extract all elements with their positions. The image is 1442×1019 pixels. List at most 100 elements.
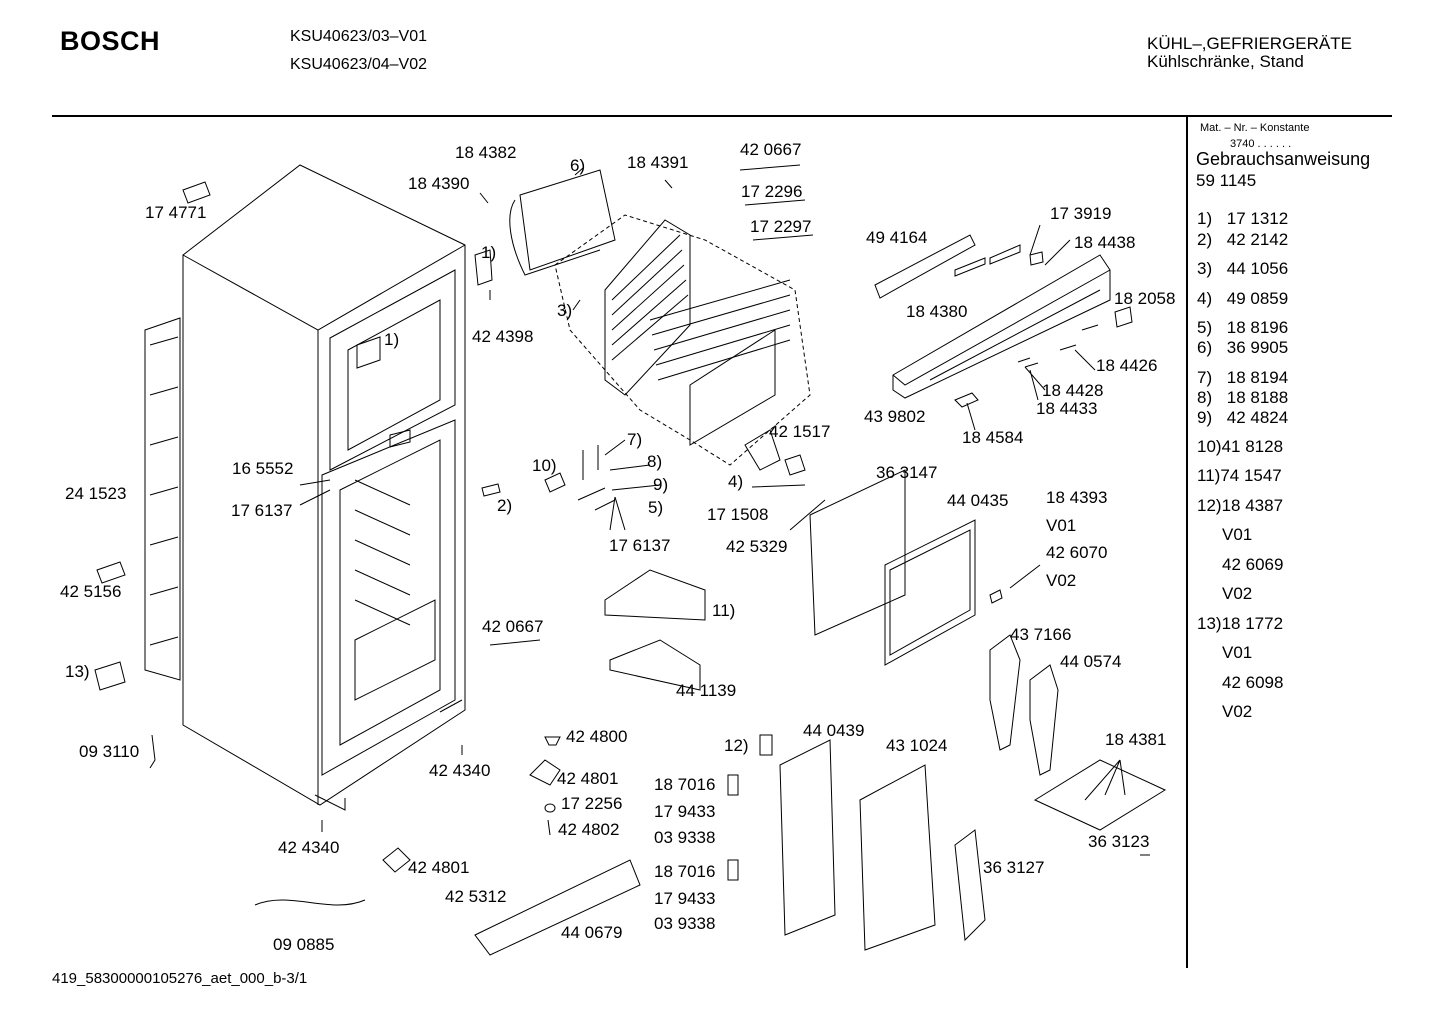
callout-6: 6) <box>570 156 586 175</box>
callout-36-3147: 36 3147 <box>876 463 938 482</box>
callout-42-0667-b: 42 0667 <box>482 617 544 636</box>
legend-row: 42 6069 <box>1222 555 1284 574</box>
callout-17-2296: 17 2296 <box>741 182 803 201</box>
legend-row: 2) 42 2142 <box>1197 230 1289 249</box>
small-parts-drawing <box>95 165 1150 905</box>
callout-5: 5) <box>648 498 664 517</box>
callout-42-4340-a: 42 4340 <box>429 761 491 780</box>
parts-drawing <box>0 0 1180 965</box>
callout-42-4802: 42 4802 <box>558 820 620 839</box>
callout-42-5312: 42 5312 <box>445 887 507 906</box>
callout-13: 13) <box>65 662 90 681</box>
legend-row: 8) 18 8188 <box>1197 388 1289 407</box>
callout-18-7016-b: 18 7016 <box>654 862 716 881</box>
callout-17-6137-b: 17 6137 <box>609 536 671 555</box>
legend-row: 12)18 4387 <box>1197 496 1284 515</box>
sidebar-divider <box>1186 116 1188 968</box>
callout-44-1139: 44 1139 <box>676 681 737 700</box>
callout-18-4382: 18 4382 <box>455 143 517 162</box>
legend-row: 6) 36 9905 <box>1197 338 1289 357</box>
brand-logo: BOSCH <box>60 26 161 56</box>
callout-18-4381: 18 4381 <box>1105 730 1167 749</box>
callout-42-4398: 42 4398 <box>472 327 534 346</box>
model-number-2: KSU40623/04–V02 <box>290 56 427 73</box>
product-category: KÜHL–,GEFRIERGERÄTE <box>1147 34 1352 53</box>
callout-09-0885: 09 0885 <box>273 935 335 954</box>
callout-18-4393: 18 4393 <box>1046 488 1108 507</box>
callout-42-4340-b: 42 4340 <box>278 838 340 857</box>
callout-18-4433: 18 4433 <box>1036 399 1098 418</box>
callout-7: 7) <box>627 430 643 449</box>
callout-42-1517: 42 1517 <box>769 422 831 441</box>
callout-16-5552: 16 5552 <box>232 459 294 478</box>
callout-43-7166: 43 7166 <box>1010 625 1072 644</box>
legend-row: V02 <box>1222 584 1253 603</box>
callout-v01-a: V01 <box>1046 516 1077 535</box>
callout-12: 12) <box>724 736 749 755</box>
material-number-value: 3740 . . . . . . <box>1230 138 1292 150</box>
callout-17-9433-b: 17 9433 <box>654 889 716 908</box>
cabinet-drawing <box>145 165 465 810</box>
callout-18-2058: 18 2058 <box>1114 289 1176 308</box>
callout-8: 8) <box>647 452 663 471</box>
callout-3: 3) <box>557 301 573 320</box>
callout-42-4801-b: 42 4801 <box>408 858 470 877</box>
callout-18-4584: 18 4584 <box>962 428 1024 447</box>
callout-44-0435: 44 0435 <box>947 491 1009 510</box>
manual-number: 59 1145 <box>1196 171 1257 190</box>
panels-drawing <box>475 470 1165 955</box>
callout-49-4164: 49 4164 <box>866 228 928 247</box>
callout-44-0574: 44 0574 <box>1060 652 1122 671</box>
callout-36-3127: 36 3127 <box>983 858 1045 877</box>
callout-17-2256: 17 2256 <box>561 794 623 813</box>
legend-row: 5) 18 8196 <box>1197 318 1289 337</box>
callout-44-0679: 44 0679 <box>561 923 623 942</box>
callout-18-4438: 18 4438 <box>1074 233 1136 252</box>
callout-4: 4) <box>728 472 744 491</box>
legend-row: V02 <box>1222 702 1253 721</box>
callout-1-b: 1) <box>384 330 400 349</box>
legend-row: 11)74 1547 <box>1197 466 1282 485</box>
legend-row: 42 6098 <box>1222 673 1284 692</box>
callout-18-7016-a: 18 7016 <box>654 775 716 794</box>
callout-03-9338-b: 03 9338 <box>654 914 716 933</box>
callout-18-4391: 18 4391 <box>627 153 689 172</box>
callout-44-0439: 44 0439 <box>803 721 865 740</box>
evaporator-drawing <box>510 170 810 465</box>
callout-03-9338-a: 03 9338 <box>654 828 716 847</box>
material-number-label: Mat. – Nr. – Konstante <box>1200 122 1310 134</box>
legend-row: 13)18 1772 <box>1197 614 1284 633</box>
model-number-1: KSU40623/03–V01 <box>290 28 427 45</box>
legend-row: 4) 49 0859 <box>1197 289 1289 308</box>
callout-42-6070: 42 6070 <box>1046 543 1108 562</box>
callout-11: 11) <box>712 601 736 620</box>
callout-36-3123: 36 3123 <box>1088 832 1150 851</box>
legend-row: V01 <box>1222 643 1253 662</box>
manual-label: Gebrauchsanweisung <box>1196 149 1371 169</box>
callout-43-1024: 43 1024 <box>886 736 948 755</box>
callout-17-6137-a: 17 6137 <box>231 501 293 520</box>
callout-2: 2) <box>497 496 513 515</box>
callout-18-4428: 18 4428 <box>1042 381 1104 400</box>
callout-9: 9) <box>653 475 669 494</box>
callout-17-2297: 17 2297 <box>750 217 812 236</box>
control-panel-drawing <box>875 235 1110 407</box>
callout-17-3919: 17 3919 <box>1050 204 1112 223</box>
callout-17-1508: 17 1508 <box>707 505 769 524</box>
legend-row: 9) 42 4824 <box>1197 408 1289 427</box>
callout-24-1523: 24 1523 <box>65 484 127 503</box>
callout-42-0667: 42 0667 <box>740 140 802 159</box>
callout-43-9802: 43 9802 <box>864 407 926 426</box>
legend-row: V01 <box>1222 525 1253 544</box>
callout-17-9433-a: 17 9433 <box>654 802 716 821</box>
legend-row: 1) 17 1312 <box>1197 209 1289 228</box>
callout-1-a: 1) <box>481 243 497 262</box>
callout-18-4426: 18 4426 <box>1096 356 1158 375</box>
callout-17-4771: 17 4771 <box>145 203 207 222</box>
callout-42-5329: 42 5329 <box>726 537 788 556</box>
callout-42-5156: 42 5156 <box>60 582 122 601</box>
callout-18-4390: 18 4390 <box>408 174 470 193</box>
leader-lines <box>300 168 1125 800</box>
callout-10: 10) <box>532 456 557 475</box>
